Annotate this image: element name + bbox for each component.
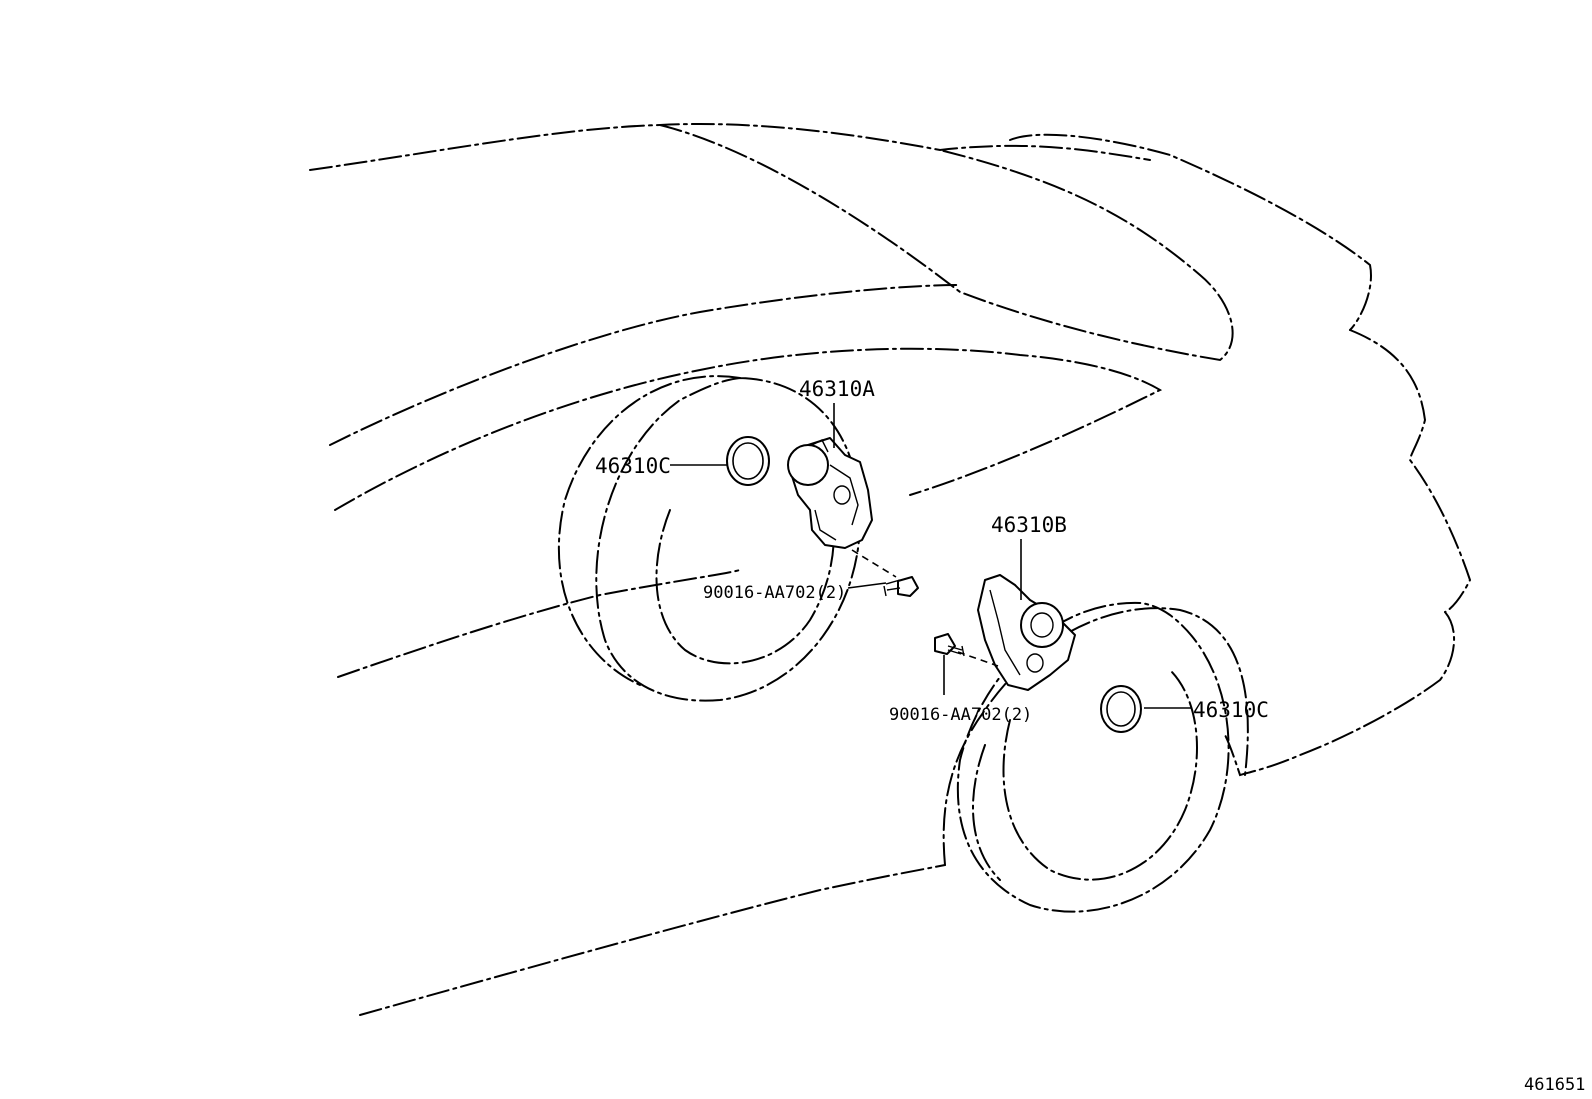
leader-lines: [670, 403, 1191, 709]
left-wheel: [557, 375, 862, 702]
callout-bolt-left: 90016-AA702(2): [703, 583, 846, 603]
callout-seal-right: 46310C: [1193, 698, 1269, 722]
figure-number: 461651: [1524, 1075, 1585, 1095]
bolt-right: [934, 633, 965, 657]
callout-actuator-a: 46310A: [799, 377, 875, 401]
seal-ring-right: [1100, 685, 1142, 733]
callout-seal-left: 46310C: [595, 454, 671, 478]
actuator-a: [787, 437, 873, 549]
bolt-left: [883, 576, 919, 597]
seal-ring-left: [726, 436, 770, 486]
right-wheel: [956, 601, 1230, 913]
actuator-b: [977, 574, 1076, 691]
vehicle-outline: [309, 123, 1472, 1016]
callout-bolt-right: 90016-AA702(2): [889, 705, 1032, 725]
callout-actuator-b: 46310B: [991, 513, 1067, 537]
